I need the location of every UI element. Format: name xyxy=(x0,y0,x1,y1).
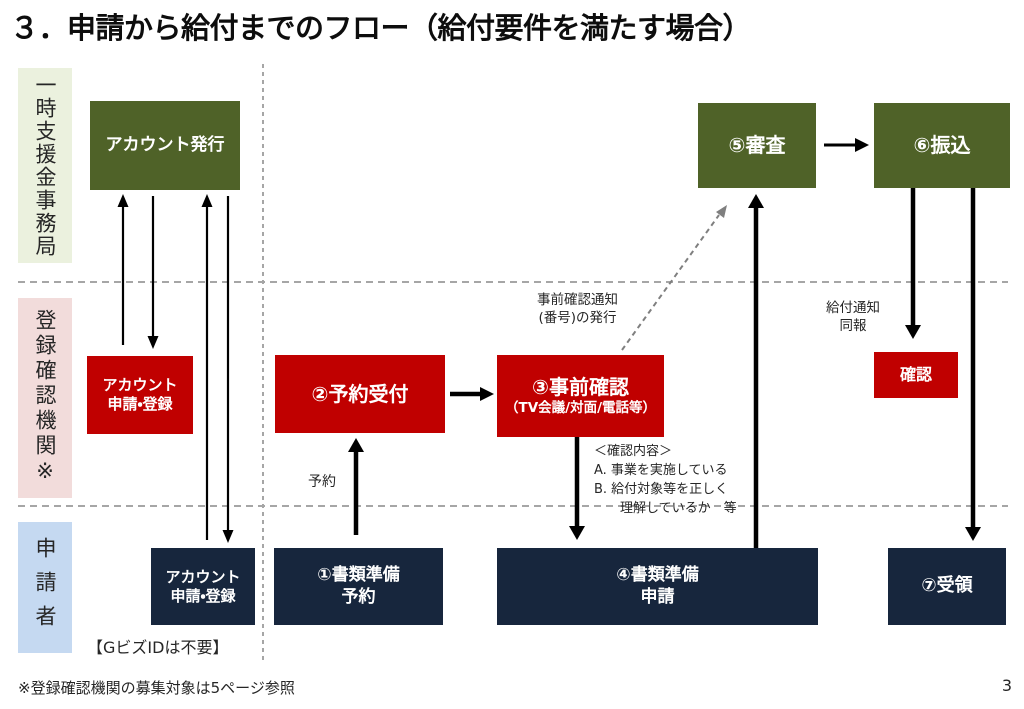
box-advance-check: ③事前確認 （TV会議/対面/電話等） xyxy=(497,355,664,437)
box-reservation-accept: ②予約受付 xyxy=(275,355,445,433)
box-advance-check-title: ③事前確認 xyxy=(532,375,629,400)
page-number: 3 xyxy=(1001,676,1012,695)
note-reserve-label: 予約 xyxy=(308,474,336,490)
arrowhead-transfer-to-confirm xyxy=(905,325,921,339)
page-title: ３．申請から給付までのフロー（給付要件を満たす場合） xyxy=(10,11,752,45)
arrowhead-issue-to-applicant xyxy=(222,530,234,543)
box-transfer: ⑥振込 xyxy=(874,103,1010,188)
lane-label-kakunin-kikan: 登録確認機関※ xyxy=(18,298,72,498)
arrowhead-examination-to-transfer xyxy=(855,138,869,152)
arrowhead-check-to-docs xyxy=(569,526,585,540)
lane-label-jimukyoku: 一時支援金事務局 xyxy=(18,68,72,263)
note-gbiz: 【GビズIDは不要】 xyxy=(87,638,229,657)
box-advance-check-subtitle: （TV会議/対面/電話等） xyxy=(504,400,657,417)
box-account-register-applicant: アカウント 申請・登録 xyxy=(151,548,255,625)
box-docs-reserve: ①書類準備 予約 xyxy=(274,548,443,625)
arrowhead-advance-notice xyxy=(716,205,727,218)
lane-label-shinseisha: 申請者 xyxy=(18,522,72,653)
box-confirm: 確認 xyxy=(874,352,958,398)
arrowhead-applicant-to-issue xyxy=(201,194,213,207)
arrowhead-reservation-to-check xyxy=(480,387,494,401)
arrowhead-issue-to-agency xyxy=(147,336,159,349)
box-receive: ⑦受領 xyxy=(888,548,1006,625)
note-advance-notice: 事前確認通知 (番号)の発行 xyxy=(537,292,618,327)
box-account-issue: アカウント発行 xyxy=(90,101,240,190)
box-docs-apply: ④書類準備 申請 xyxy=(497,548,818,625)
arrowhead-reserve xyxy=(348,438,364,452)
box-account-register-agency: アカウント 申請・登録 xyxy=(87,356,193,434)
arrowhead-apply-to-examination xyxy=(748,194,764,208)
note-check-contents: ＜確認内容＞ A. 事業を実施している B. 給付対象等を正しく 理解しているか… xyxy=(594,444,737,516)
box-examination: ⑤審査 xyxy=(698,103,816,188)
footnote: ※登録確認機関の募集対象は5ページ参照 xyxy=(18,679,295,697)
arrowhead-transfer-to-receive xyxy=(965,527,981,541)
arrow-advance-notice xyxy=(621,214,720,351)
arrowhead-agency-to-issue xyxy=(117,194,129,207)
note-payment-notice: 給付通知 同報 xyxy=(826,300,880,335)
